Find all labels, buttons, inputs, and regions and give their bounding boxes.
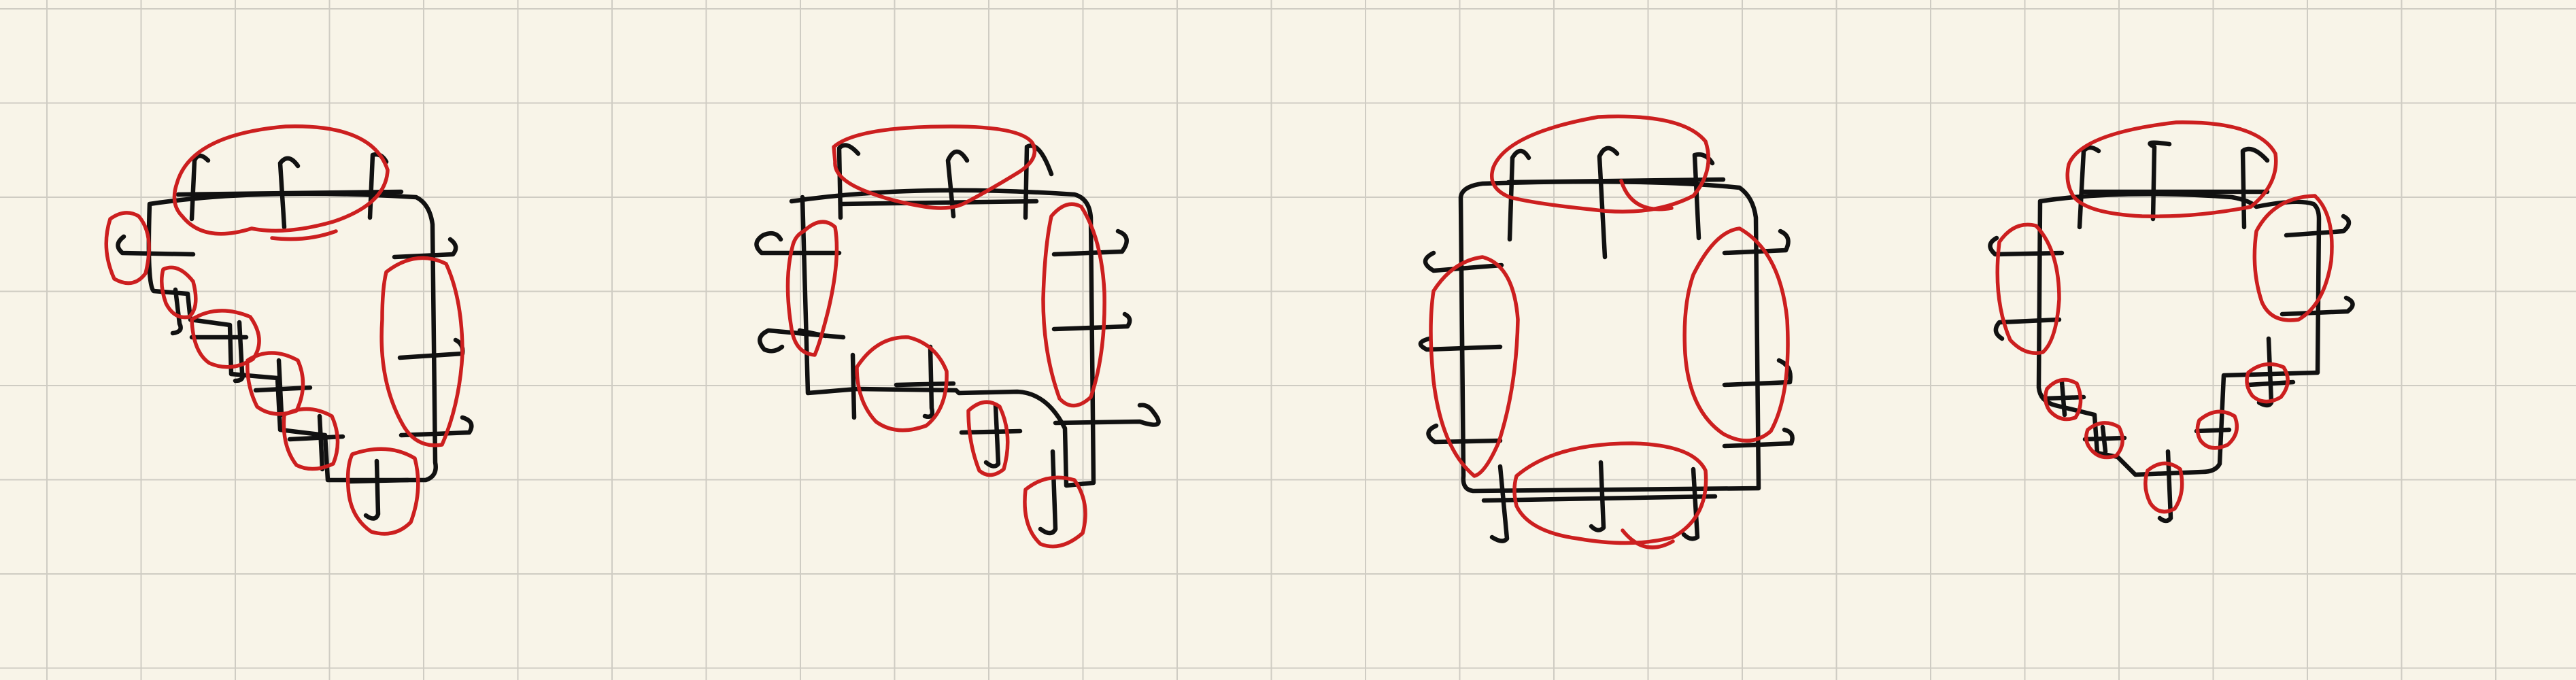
figure-1-stair-strand-5 bbox=[276, 358, 284, 418]
figure-3-outline bbox=[1458, 179, 1761, 494]
figure-1-top-crossbar bbox=[175, 189, 404, 197]
figure-3-bottom-strand-2 bbox=[1589, 460, 1606, 532]
figure-2-red-ink bbox=[785, 124, 1106, 549]
figure-2-red-circle-bottom bbox=[1023, 475, 1087, 549]
figure-3-red-ink bbox=[1429, 114, 1790, 549]
figure-2-center-crossbar bbox=[894, 381, 956, 388]
figure-4-lower-right-crossbar bbox=[2194, 427, 2232, 434]
figure-3-right-strand-1 bbox=[1722, 228, 1791, 256]
figure-4-lower-left-crossbar-1 bbox=[2043, 394, 2086, 401]
figure-2-top-strand-1 bbox=[836, 143, 861, 220]
figure-3-bottom-strand-3 bbox=[1681, 466, 1700, 541]
figure-1-left-strand bbox=[116, 234, 196, 257]
figure-4-bottom-strand bbox=[2157, 449, 2173, 524]
figure-1-right-strand-1 bbox=[392, 237, 458, 260]
figure-3-left-strand-1 bbox=[1423, 250, 1504, 273]
figure-4-red-loop-left bbox=[1995, 222, 2061, 355]
figure-3 bbox=[1418, 114, 1795, 549]
figure-1-red-circle-5 bbox=[345, 447, 420, 536]
figure-3-red-loop-top bbox=[1490, 114, 1711, 214]
figure-1-stair-strand-7 bbox=[317, 413, 325, 472]
figure-2-right-strand-2 bbox=[1051, 311, 1132, 332]
figure-1 bbox=[104, 124, 474, 536]
figure-1-bottom-strand bbox=[363, 458, 381, 521]
figure-4-red-circle-4 bbox=[2195, 409, 2239, 450]
figure-3-black-ink bbox=[1418, 146, 1795, 543]
figure-4-right-lower-crossbar bbox=[2245, 379, 2296, 388]
figure-2-right-strand-1 bbox=[1051, 228, 1129, 257]
figure-4-top-strand-3 bbox=[2240, 146, 2270, 230]
figure-2-left-strand-2 bbox=[758, 328, 846, 354]
figure-3-left-strand-3 bbox=[1426, 423, 1503, 445]
figure-1-red-circle-4 bbox=[282, 407, 340, 471]
figure-1-bottom-crossbar bbox=[345, 477, 411, 484]
figure-1-right-strand-2 bbox=[397, 337, 465, 360]
figure-3-red-loop-bottom bbox=[1512, 441, 1708, 549]
figure-1-top-strand-1 bbox=[189, 153, 211, 222]
figure-1-stair-strand-1 bbox=[170, 287, 183, 336]
figure-4-left-strand-1 bbox=[1988, 235, 2065, 257]
figure-2-red-loop-left bbox=[785, 220, 839, 357]
figure-4-red-loop-right bbox=[2252, 194, 2334, 322]
figure-2-red-loop-right bbox=[1041, 202, 1106, 408]
figure-4-red-circle-2 bbox=[2084, 421, 2124, 460]
figure-4 bbox=[1988, 120, 2355, 524]
figure-2-top-strand-3 bbox=[1023, 143, 1054, 220]
figure-1-red-ink bbox=[104, 124, 464, 536]
figure-2-red-loop-top bbox=[832, 124, 1037, 210]
figure-4-top-strand-1 bbox=[2077, 145, 2101, 230]
figure-1-black-ink bbox=[116, 152, 474, 521]
figure-1-right-strand-3 bbox=[399, 415, 474, 438]
figure-2-top-strand-2 bbox=[945, 149, 970, 219]
figure-2-red-circle-right bbox=[966, 400, 1010, 477]
figure-2-red-circle-center bbox=[855, 335, 949, 432]
figure-3-red-loop-left bbox=[1429, 255, 1520, 478]
figure-4-red-loop-top bbox=[2065, 120, 2278, 218]
figure-1-red-circle-3 bbox=[245, 351, 305, 416]
figure-2-outline bbox=[789, 188, 1096, 488]
figure-2 bbox=[754, 124, 1161, 549]
figure-1-top-strand-2 bbox=[277, 156, 301, 230]
figure-1-red-circle-1 bbox=[160, 265, 198, 320]
figure-3-right-strand-3 bbox=[1722, 427, 1795, 449]
figure-4-right-strand-2 bbox=[2280, 295, 2355, 317]
figure-3-bottom-strand-1 bbox=[1489, 464, 1510, 543]
figure-1-red-loop-right bbox=[379, 256, 464, 447]
figure-2-black-ink bbox=[754, 143, 1161, 536]
figure-3-bottom-crossbar bbox=[1481, 494, 1718, 503]
figure-1-stair-strand-3 bbox=[233, 320, 245, 384]
figure-4-right-strand-1 bbox=[2284, 214, 2352, 238]
figure-1-stair-strand-6 bbox=[287, 434, 345, 442]
figure-4-red-circle-5 bbox=[2245, 362, 2290, 404]
figure-4-red-circle-1 bbox=[2044, 377, 2083, 422]
figure-4-red-ink bbox=[1995, 120, 2334, 514]
figure-2-top-crossbar bbox=[839, 199, 1039, 207]
figure-4-black-ink bbox=[1988, 140, 2355, 524]
figure-3-left-strand-2 bbox=[1418, 336, 1503, 352]
figure-2-lower-strand bbox=[850, 352, 857, 420]
figure-1-red-loop-top bbox=[172, 124, 390, 241]
figure-4-outline bbox=[2036, 191, 2322, 477]
figure-3-red-loop-right bbox=[1682, 226, 1790, 443]
figure-1-red-loop-left bbox=[104, 211, 151, 286]
figure-2-bottom-strand bbox=[1038, 449, 1058, 536]
figure-3-top-strand-3 bbox=[1692, 152, 1715, 241]
figure-2-lower-left-strand bbox=[983, 403, 1001, 469]
figure-3-right-strand-2 bbox=[1722, 358, 1793, 388]
figure-3-top-strand-2 bbox=[1597, 146, 1620, 260]
figure-4-left-strand-2 bbox=[1993, 317, 2062, 341]
figure-2-left-strand-1 bbox=[754, 231, 842, 256]
figure-4-red-circle-3 bbox=[2143, 461, 2184, 514]
figure-2-right-strand-3 bbox=[1053, 403, 1161, 427]
figure-4-lower-left-crossbar-2 bbox=[2082, 435, 2127, 442]
figure-2-center-strand bbox=[922, 344, 935, 419]
figure-3-top-strand-1 bbox=[1507, 148, 1531, 242]
figure-4-top-strand-2 bbox=[2148, 140, 2172, 222]
figure-3-top-crossbar bbox=[1506, 177, 1726, 185]
